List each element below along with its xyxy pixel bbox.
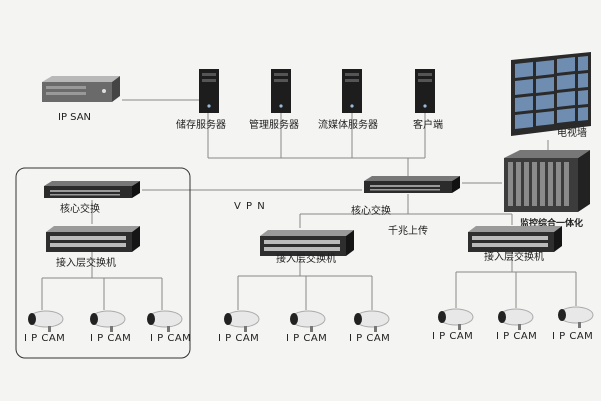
video-wall-icon — [511, 52, 591, 136]
center-access-switch-icon — [260, 230, 354, 256]
management-server-label: 管理服务器 — [249, 120, 299, 131]
center-core-switch-label: 核心交换 — [351, 206, 391, 217]
client-icon — [415, 69, 435, 113]
ip-san-label: IP SAN — [58, 112, 92, 123]
right-camera-3-icon — [558, 306, 594, 328]
left-camera-3-label: I P CAM — [150, 333, 192, 344]
integrated-unit-label: 监控综合一体化 — [520, 219, 584, 229]
center-camera-1-icon — [224, 310, 260, 332]
right-camera-3-label: I P CAM — [552, 331, 594, 342]
streaming-server-label: 流媒体服务器 — [318, 120, 378, 131]
left-access-switch-icon — [46, 226, 140, 252]
left-camera-3-icon — [147, 310, 183, 332]
right-camera-1-label: I P CAM — [432, 331, 474, 342]
streaming-server-icon — [342, 69, 362, 113]
center-camera-1-label: I P CAM — [218, 333, 260, 344]
vpn-label: V P N — [234, 201, 266, 212]
management-server-icon — [271, 69, 291, 113]
left-camera-2-icon — [90, 310, 126, 332]
gigabit-uplink-label: 千兆上传 — [388, 226, 428, 237]
video-wall-label: 电视墙 — [557, 128, 587, 139]
ip-san-device — [42, 76, 120, 102]
left-camera-2-label: I P CAM — [90, 333, 132, 344]
center-camera-3-label: I P CAM — [349, 333, 391, 344]
client-label: 客户端 — [413, 120, 443, 131]
center-camera-3-icon — [354, 310, 390, 332]
center-core-switch-icon — [364, 176, 460, 193]
right-camera-2-icon — [498, 308, 534, 330]
right-access-switch-label: 接入层交换机 — [484, 252, 544, 263]
center-access-switch-label: 接入层交换机 — [276, 254, 336, 265]
left-camera-1-label: I P CAM — [24, 333, 66, 344]
right-camera-1-icon — [438, 308, 474, 330]
left-access-switch-label: 接入层交换机 — [56, 258, 116, 269]
storage-server-label: 储存服务器 — [176, 120, 226, 131]
left-site-frame — [15, 167, 191, 359]
right-camera-2-label: I P CAM — [496, 331, 538, 342]
integrated-unit-icon — [504, 150, 590, 212]
left-camera-1-icon — [28, 310, 64, 332]
left-core-switch-icon — [44, 181, 140, 198]
left-core-switch-label: 核心交换 — [60, 204, 100, 215]
center-camera-2-icon — [290, 310, 326, 332]
right-access-switch-icon — [468, 226, 562, 252]
storage-server-icon — [199, 69, 219, 113]
center-camera-2-label: I P CAM — [286, 333, 328, 344]
